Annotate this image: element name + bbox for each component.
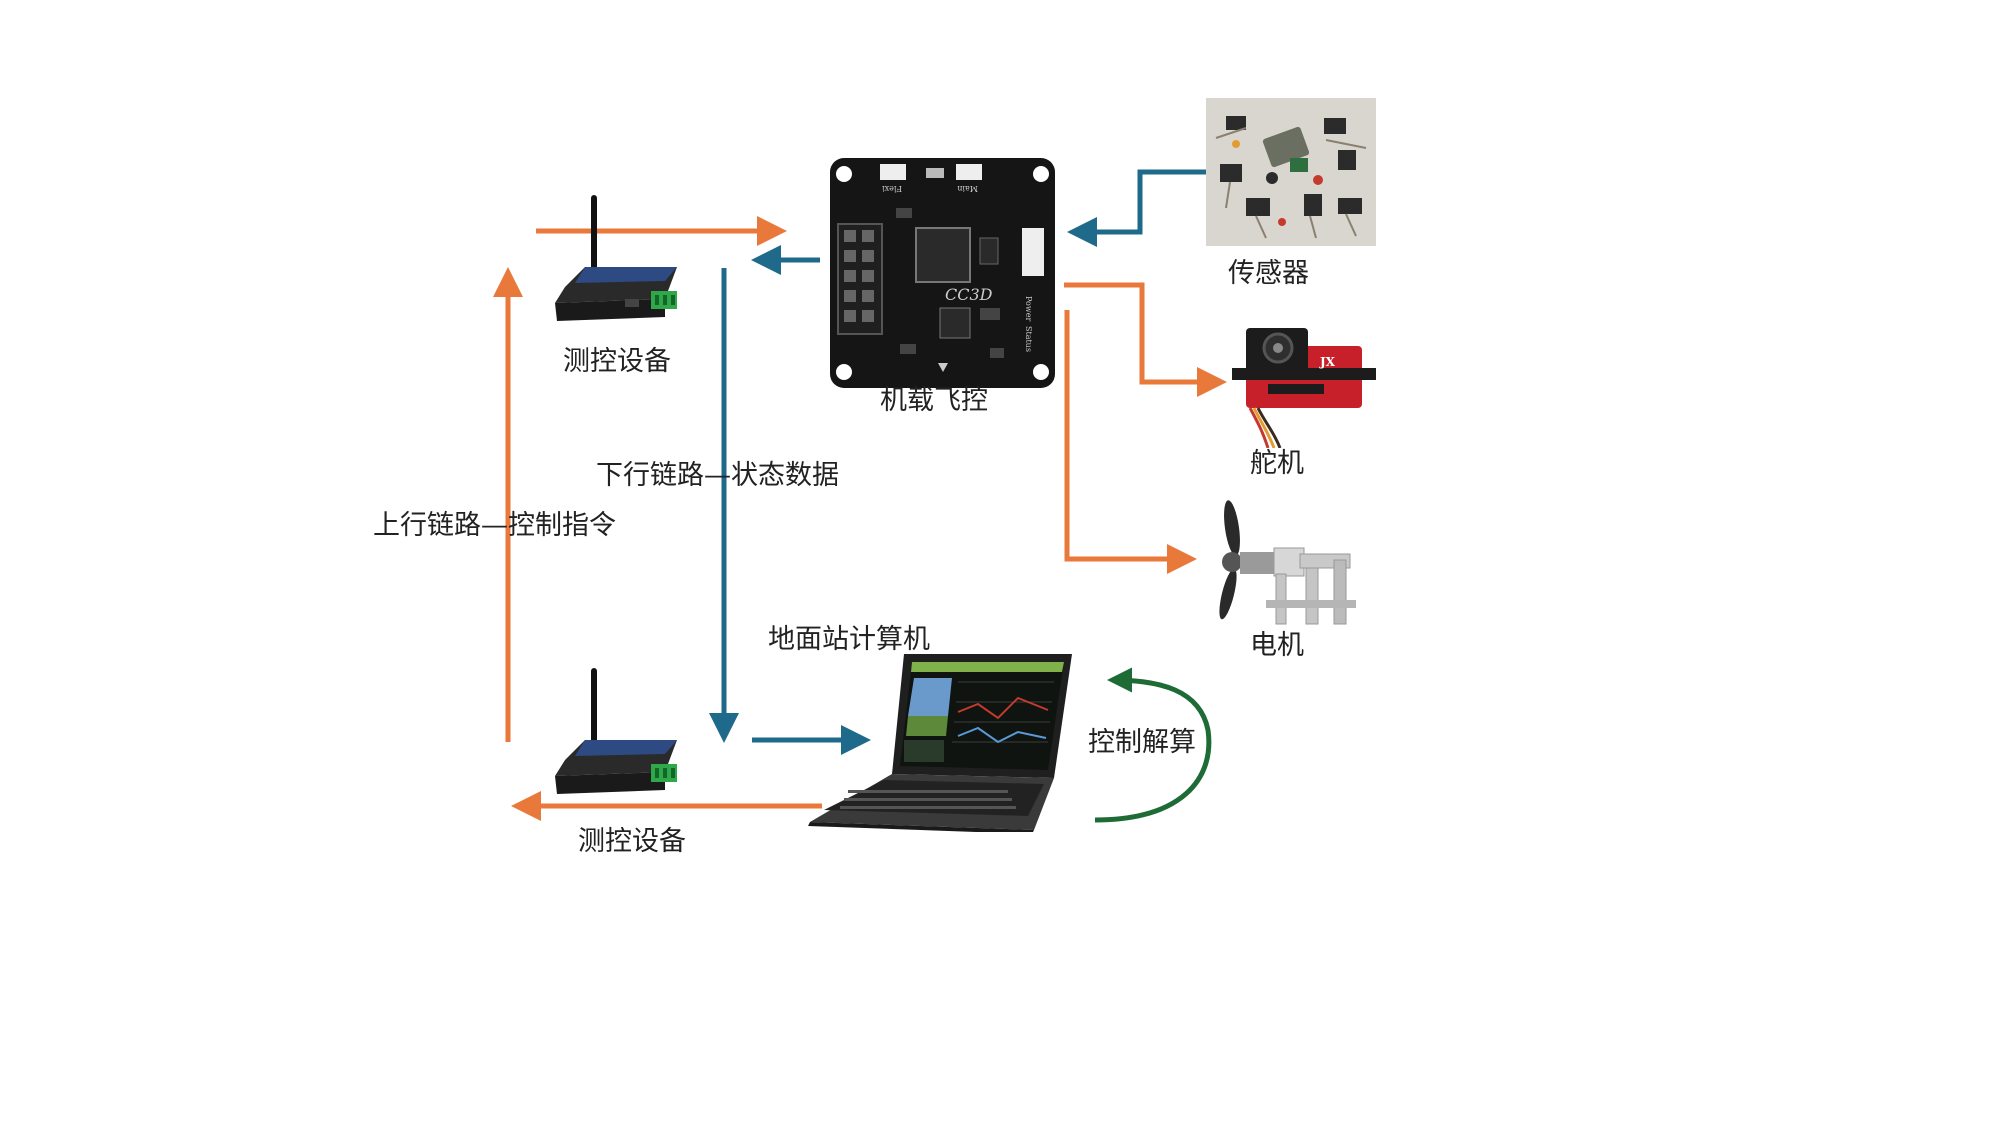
arrow-fc-to-servo — [1064, 282, 1227, 397]
sensor-label: 传感器 — [1228, 258, 1309, 289]
radio-modem-icon — [555, 668, 677, 794]
motor-label: 电机 — [1250, 630, 1304, 661]
board-status-text: Status — [1024, 326, 1033, 352]
arrow-sensor-to-fc — [1067, 169, 1206, 247]
propeller-motor-icon — [1219, 500, 1356, 625]
sensor-components-photo-icon — [1206, 98, 1376, 246]
downlink-label: 下行链路—状态数据 — [596, 460, 839, 491]
board-model-text: CC3D — [945, 285, 993, 304]
control-solve-label: 控制解算 — [1088, 727, 1196, 758]
board-power-text: Power — [1024, 296, 1033, 321]
arrow-fc-to-motor — [1064, 310, 1197, 574]
flight-controller-board-icon: CC3D Power Status Flexi Main — [830, 158, 1055, 388]
board-flexi-text: Flexi — [882, 184, 902, 193]
ground-station-label: 地面站计算机 — [768, 624, 930, 655]
servo-label: 舵机 — [1250, 448, 1304, 479]
board-main-text: Main — [957, 184, 978, 193]
servo-icon: JX — [1232, 328, 1376, 448]
radio-modem-icon — [555, 195, 677, 321]
flight-controller-label: 机载飞控 — [880, 385, 988, 416]
telemetry-bottom-label: 测控设备 — [578, 826, 686, 857]
arrow-control-loop — [1094, 667, 1212, 823]
svg-text:JX: JX — [1319, 355, 1336, 369]
laptop-icon — [808, 654, 1072, 832]
uplink-label: 上行链路—控制指令 — [373, 510, 616, 541]
telemetry-top-label: 测控设备 — [563, 346, 671, 377]
